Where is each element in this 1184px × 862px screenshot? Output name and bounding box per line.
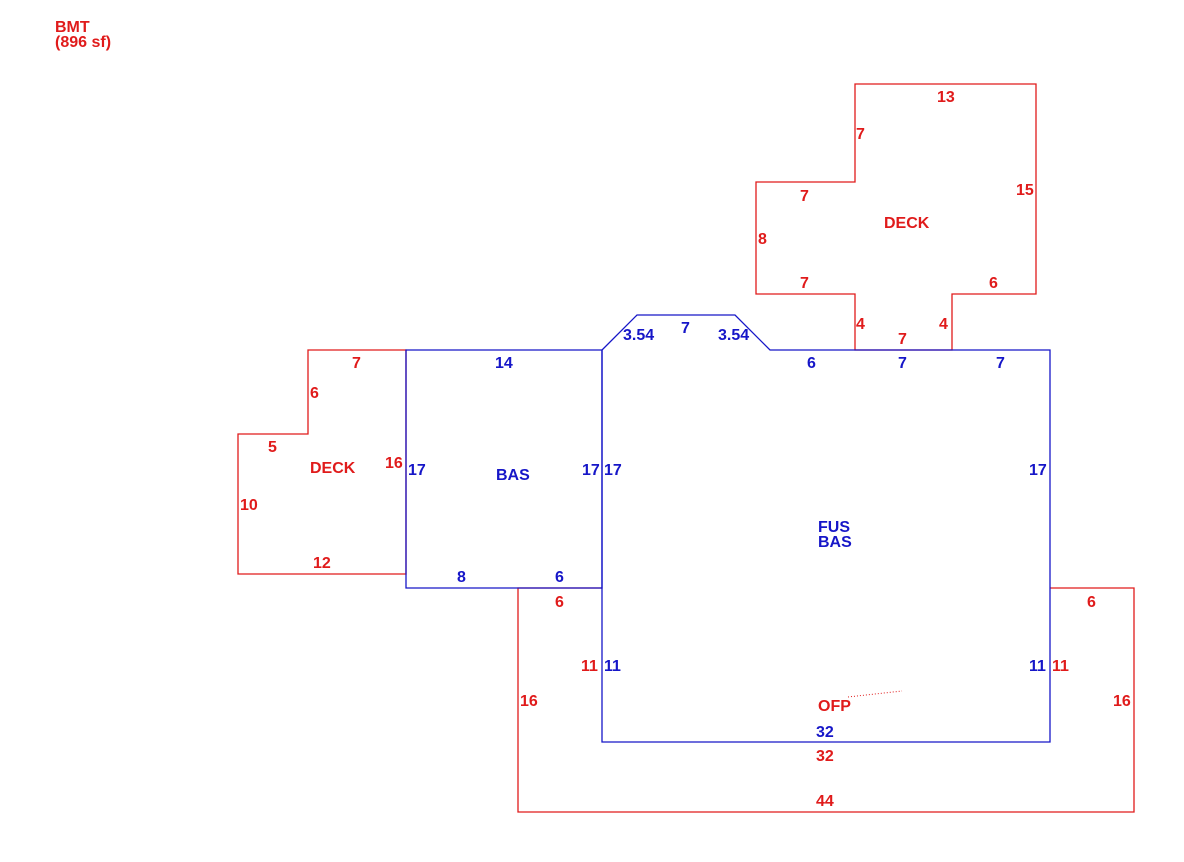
dim-main-top-1: 6 [807,355,816,372]
fus-label: FUS [818,519,850,536]
dim-ofp-top-left: 6 [555,594,564,611]
area-name: BMT [55,19,90,36]
dim-bay-top: 7 [681,320,690,337]
bas-main-label: BAS [818,534,852,551]
dim-deck-left-right: 16 [385,455,403,472]
dim-deck-top-bottom-right: 6 [989,275,998,292]
deck-top-label: DECK [884,215,930,232]
dim-deck-left-left: 10 [240,497,258,514]
dim-main-left: 17 [604,462,622,479]
bas-left-label: BAS [496,467,530,484]
dim-ofp-right-top: 6 [1087,594,1096,611]
dim-deck-top-notch-bottom: 7 [898,331,907,348]
dim-ofp-bottom: 44 [816,793,834,810]
dim-deck-top-notch-right: 4 [939,316,948,333]
dim-deck-left-bottom: 12 [313,555,331,572]
area-size: (896 sf) [55,34,111,51]
dim-bas-left-bottom-right: 6 [555,569,564,586]
dim-ofp-left-outer: 16 [520,693,538,710]
dim-bay-left-diag: 3.54 [623,327,654,344]
main-outline [601,314,1051,743]
dim-deck-top-step-top: 7 [800,188,809,205]
dim-main-top-2: 7 [898,355,907,372]
ofp-label: OFP [818,698,851,715]
dim-main-right-lower: 11 [1029,658,1046,675]
dim-main-top-3: 7 [996,355,1005,372]
deck-left-label: DECK [310,460,356,477]
dim-deck-top-right: 15 [1016,182,1034,199]
dim-deck-left-left-upper: 6 [310,385,319,402]
dim-deck-top-left: 8 [758,231,767,248]
dim-ofp-right-inner: 11 [1052,658,1069,675]
dim-deck-top-top: 13 [937,89,955,106]
ofp-leader-line [847,690,903,698]
dim-bas-left-bottom-left: 8 [457,569,466,586]
dim-bay-right-diag: 3.54 [718,327,749,344]
dim-bas-left-top: 14 [495,355,513,372]
dim-deck-left-step: 5 [268,439,277,456]
dim-main-right: 17 [1029,462,1047,479]
dim-main-left-lower: 11 [604,658,621,675]
dim-deck-top-notch-left: 4 [856,316,865,333]
dim-ofp-inner-bottom: 32 [816,748,834,765]
dim-deck-top-left-upper: 7 [856,126,865,143]
dim-ofp-right-outer: 16 [1113,693,1131,710]
dim-deck-left-top: 7 [352,355,361,372]
dim-ofp-left-inner: 11 [581,658,598,675]
dim-deck-top-step-bottom: 7 [800,275,809,292]
dim-main-bottom: 32 [816,724,834,741]
dim-bas-left-right: 17 [582,462,600,479]
dim-bas-left-left: 17 [408,462,426,479]
